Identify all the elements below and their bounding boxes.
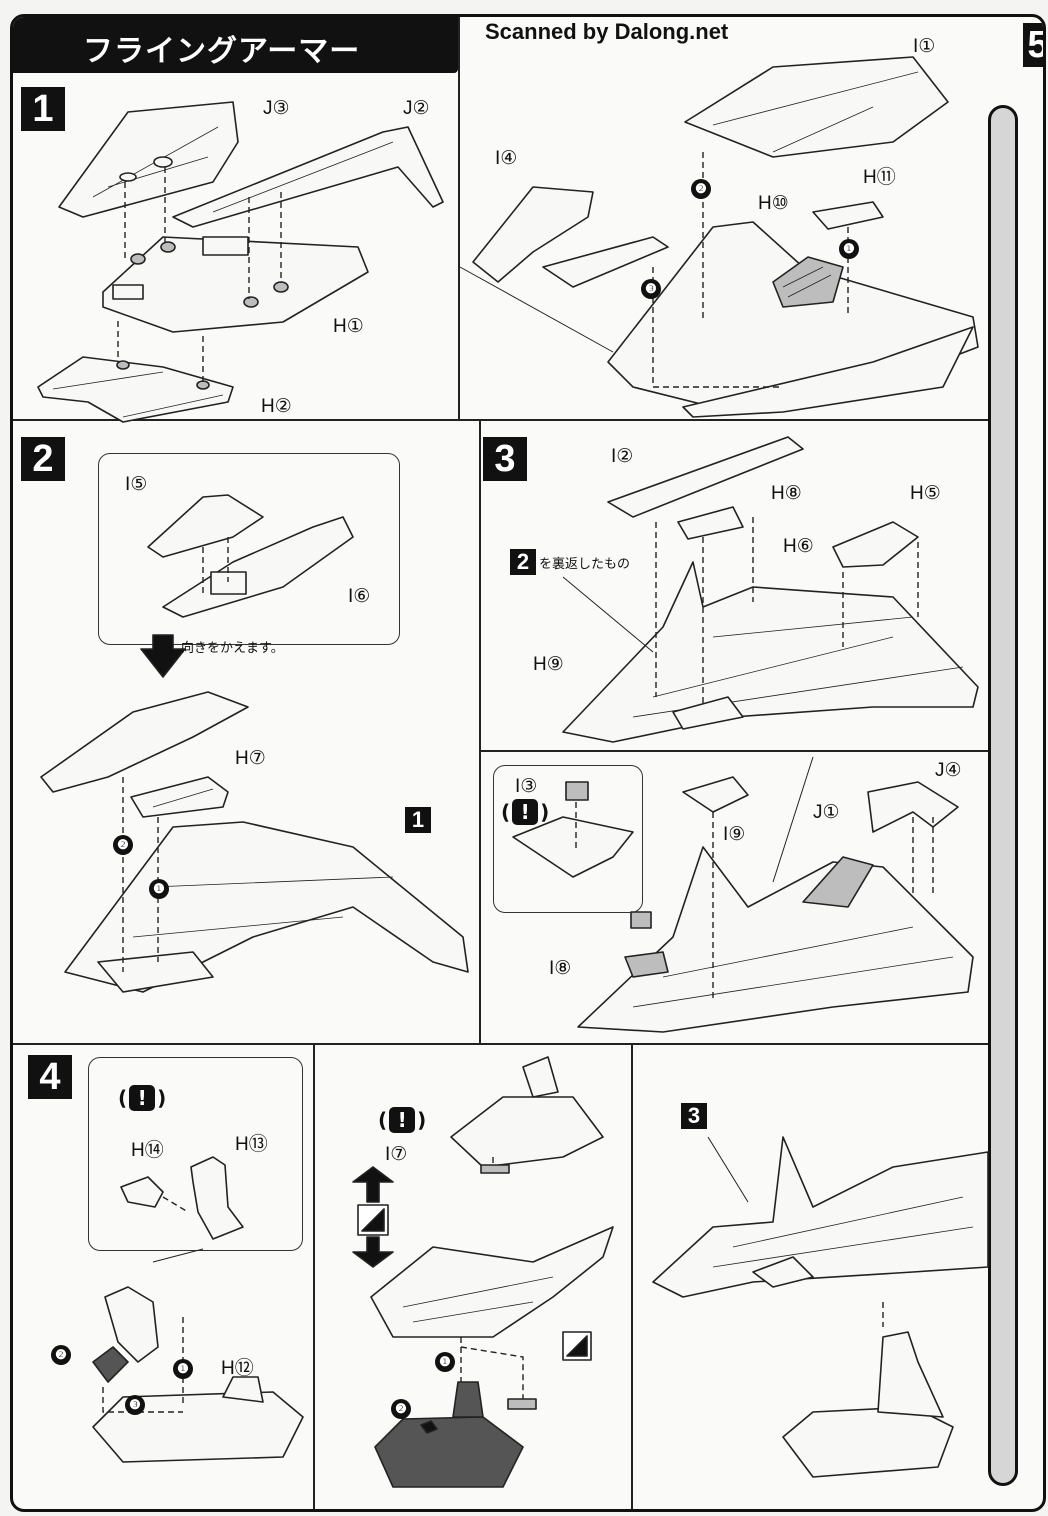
- divider-col3: [313, 1045, 315, 1509]
- step4-diagram: [92, 1056, 989, 1488]
- flip-note: を裏返したもの: [539, 557, 631, 572]
- order-marker: ❶: [149, 879, 169, 899]
- step-number-1: 1: [21, 87, 65, 131]
- order-marker: ❶: [435, 1352, 455, 1372]
- part-label: I①: [913, 36, 936, 57]
- flow-rail: [988, 105, 1018, 1486]
- step3-diagram: [512, 436, 979, 1033]
- part-label: I⑨: [723, 824, 746, 845]
- step-number-3: 3: [483, 437, 527, 481]
- caution-mark-2: (!): [378, 1107, 427, 1133]
- part-label: H⑭: [131, 1140, 164, 1161]
- part-label: J④: [935, 760, 962, 781]
- divider-step3: [481, 750, 988, 752]
- page-title: フライングアーマー: [83, 34, 361, 69]
- caution-mark: (!): [118, 1085, 167, 1111]
- order-marker: ❷: [691, 179, 711, 199]
- part-label: H①: [333, 316, 364, 337]
- divider-col1: [458, 17, 460, 419]
- part-label: H⑩: [758, 193, 789, 214]
- part-label: I③: [515, 776, 538, 797]
- ref-step-2: 2: [510, 549, 536, 575]
- order-marker: ❷: [51, 1345, 71, 1365]
- part-label: I⑤: [125, 474, 148, 495]
- turn-note: 向きをかえます。: [181, 641, 284, 656]
- step2-inset: [98, 453, 400, 645]
- order-marker: ❸: [125, 1395, 145, 1415]
- order-marker: ❷: [391, 1399, 411, 1419]
- part-label: H⑤: [910, 483, 941, 504]
- step-number-5: 5: [1023, 23, 1043, 67]
- step3-inset: [493, 765, 643, 913]
- caution-icon: !: [512, 799, 539, 825]
- part-label: H⑨: [533, 654, 564, 675]
- part-label: H⑬: [235, 1134, 268, 1155]
- part-label: H⑥: [783, 536, 814, 557]
- step-number-4: 4: [28, 1055, 72, 1099]
- caution-icon: !: [389, 1107, 416, 1133]
- caution-icon: !: [129, 1085, 156, 1111]
- part-label: I⑥: [348, 586, 371, 607]
- part-label: H⑦: [235, 748, 266, 769]
- part-label: J②: [403, 98, 430, 119]
- step1-diagram: [37, 56, 979, 423]
- part-label: H⑧: [771, 483, 802, 504]
- part-label: H⑪: [863, 167, 896, 188]
- order-marker: ❶: [839, 239, 859, 259]
- divider-col2: [479, 421, 481, 1043]
- divider-row2: [13, 1043, 988, 1045]
- part-label: H⑫: [221, 1358, 254, 1379]
- title-bar: フライングアーマー: [13, 17, 458, 73]
- divider-row1: [13, 419, 988, 421]
- step4-inset: [88, 1057, 303, 1251]
- order-marker: ❷: [113, 835, 133, 855]
- caution-mark: (!): [501, 799, 550, 825]
- watermark: Scanned by Dalong.net: [485, 19, 729, 44]
- step-number-2: 2: [21, 437, 65, 481]
- part-label: I⑧: [549, 958, 572, 979]
- part-label: I②: [611, 446, 634, 467]
- part-label: J③: [263, 98, 290, 119]
- part-label: I⑦: [385, 1144, 408, 1165]
- part-label: J①: [813, 802, 840, 823]
- divider-col4: [631, 1045, 633, 1509]
- order-marker: ❸: [641, 279, 661, 299]
- ref-step-1: 1: [405, 807, 431, 833]
- instruction-page: フライングアーマー Scanned by Dalong.net 1 5: [10, 14, 1046, 1512]
- ref-step-3: 3: [681, 1103, 707, 1129]
- part-label: I④: [495, 148, 518, 169]
- step2-diagram: [40, 494, 469, 993]
- order-marker: ❶: [173, 1359, 193, 1379]
- part-label: H②: [261, 396, 292, 417]
